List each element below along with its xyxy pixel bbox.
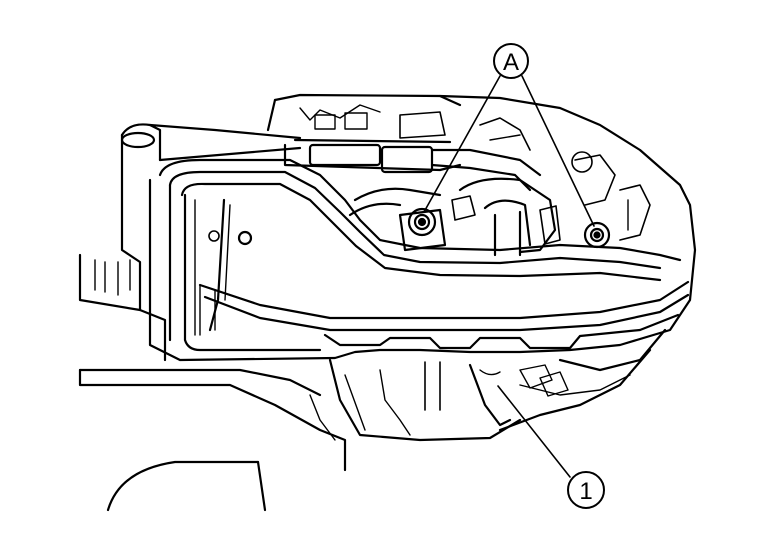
actuator-mechanism <box>348 151 651 257</box>
lower-cover <box>309 328 667 442</box>
mirror-housing <box>148 94 697 362</box>
callout-a: A <box>493 43 529 79</box>
leader-lines <box>423 75 595 478</box>
leader-a-right <box>521 75 595 227</box>
bolt-right <box>583 221 611 249</box>
lower-body <box>78 253 347 512</box>
bolt-left <box>407 207 437 237</box>
turn-signal-lens <box>198 198 690 350</box>
callout-one: 1 <box>567 471 605 509</box>
leader-a-left <box>423 75 501 213</box>
callout-one-label: 1 <box>579 478 592 505</box>
leader-one <box>497 385 571 478</box>
housing-holes <box>208 230 253 246</box>
wire-harness <box>266 93 542 192</box>
callout-a-label: A <box>503 49 519 76</box>
rear-mount <box>120 123 302 312</box>
